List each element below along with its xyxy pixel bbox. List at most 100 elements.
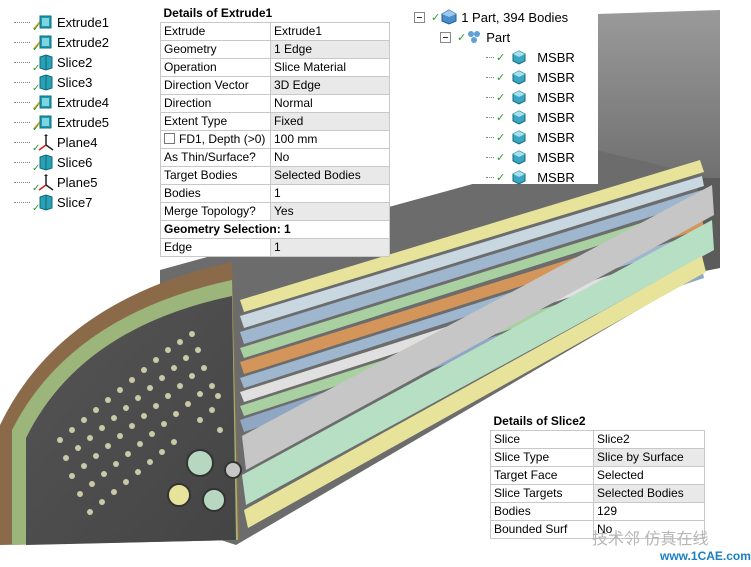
check-icon: ✓ (496, 111, 506, 124)
details-value[interactable]: No (593, 519, 705, 539)
tree-item-slice2[interactable]: ✓Slice2 (14, 52, 154, 74)
large-hole (202, 488, 226, 512)
tree-connector (486, 156, 494, 158)
details-row[interactable]: As Thin/Surface?No (160, 147, 390, 167)
details-value[interactable]: Fixed (270, 111, 390, 131)
details-row[interactable]: Merge Topology?Yes (160, 201, 390, 221)
check-icon: ✓ (496, 171, 506, 184)
check-icon: ✓ (496, 131, 506, 144)
tree-root[interactable]: ✓ 1 Part, 394 Bodies (414, 7, 568, 27)
part-node[interactable]: ✓ Part (440, 27, 510, 47)
body-item-msbr[interactable]: ✓MSBR (486, 167, 575, 187)
slice-icon: ✓ (32, 154, 53, 174)
tree-item-extrude1[interactable]: ✓Extrude1 (14, 12, 154, 34)
details-key: Direction (160, 93, 271, 113)
details-key: Target Face (490, 465, 594, 485)
solid-body-icon (512, 170, 526, 185)
expand-minus-icon[interactable] (440, 31, 451, 43)
tree-item-extrude5[interactable]: ✓Extrude5 (14, 112, 154, 134)
solid-body-icon (512, 150, 526, 165)
details-value[interactable]: 129 (593, 501, 705, 521)
body-item-msbr[interactable]: ✓ MSBR (486, 147, 575, 167)
tree-connector (14, 202, 30, 203)
tree-connector (14, 62, 30, 63)
tree-item-extrude2[interactable]: ✓Extrude2 (14, 32, 154, 54)
details-value[interactable]: Selected Bodies (270, 165, 390, 185)
tree-item-extrude4[interactable]: ✓Extrude4 (14, 92, 154, 114)
details-value[interactable]: Normal (270, 93, 390, 113)
watermark-url: www.1CAE.com (660, 549, 751, 563)
details-value[interactable]: Yes (270, 201, 390, 221)
svg-text:✓: ✓ (32, 203, 40, 214)
tree-item-label: Slice2 (57, 55, 93, 70)
tree-item-label: Slice6 (57, 155, 93, 170)
check-icon: ✓ (496, 91, 506, 104)
details-value[interactable]: Slice2 (593, 429, 705, 449)
body-label: MSBR (537, 69, 575, 85)
body-item-msbr[interactable]: ✓MSBR (486, 47, 575, 67)
root-label: 1 Part, 394 Bodies (461, 9, 569, 25)
tree-connector (14, 162, 30, 163)
details-title: Details of Extrude1 (160, 4, 390, 23)
extrude-icon: ✓ (32, 115, 52, 134)
plane-icon: ✓ (32, 174, 54, 194)
parameter-checkbox[interactable] (164, 133, 175, 144)
expand-minus-icon[interactable] (414, 11, 425, 23)
body-label: MSBR (537, 89, 575, 105)
details-value[interactable]: 1 Edge (270, 39, 390, 59)
details-value[interactable]: Selected (593, 465, 705, 485)
body-label: MSBR (537, 149, 575, 165)
tree-item-plane4[interactable]: ✓Plane4 (14, 132, 154, 154)
large-hole (186, 449, 214, 477)
svg-text:✓: ✓ (32, 163, 40, 174)
solid-body-icon (512, 70, 526, 85)
details-value[interactable]: Slice Material (270, 57, 390, 77)
details-value[interactable]: 1 (270, 183, 390, 203)
tree-connector (14, 122, 30, 123)
svg-text:✓: ✓ (32, 123, 40, 134)
details-key: Direction Vector (160, 75, 271, 95)
details-key: Merge Topology? (160, 201, 271, 221)
check-icon: ✓ (496, 71, 506, 84)
details-key: Extrude (160, 21, 271, 41)
slice-icon: ✓ (32, 194, 53, 214)
tree-item-slice6[interactable]: ✓ Slice6 (14, 152, 154, 174)
details-value[interactable]: 3D Edge (270, 75, 390, 95)
slice-icon: ✓ (32, 74, 53, 94)
details-value[interactable]: No (270, 147, 390, 167)
tree-item-slice7[interactable]: ✓Slice7 (14, 192, 154, 214)
details-row[interactable]: FD1, Depth (>0)100 mm (160, 129, 390, 149)
tree-item-plane5[interactable]: ✓Plane5 (14, 172, 154, 194)
details-value[interactable]: 1 (270, 237, 390, 257)
body-item-msbr[interactable]: ✓ MSBR (486, 127, 575, 147)
details-value[interactable]: 100 mm (270, 129, 390, 149)
body-item-msbr[interactable]: ✓ MSBR (486, 87, 575, 107)
details-value[interactable]: Slice by Surface (593, 447, 705, 467)
check-icon: ✓ (496, 151, 506, 164)
end-face (26, 296, 236, 545)
tree-item-label: Extrude1 (57, 15, 110, 30)
body-item-msbr[interactable]: ✓ MSBR (486, 67, 575, 87)
tree-item-slice3[interactable]: ✓Slice3 (14, 72, 154, 94)
details-value[interactable]: Selected Bodies (593, 483, 705, 503)
body-item-msbr[interactable]: ✓MSBR (486, 107, 575, 127)
details-value[interactable]: Extrude1 (270, 21, 390, 41)
details-section-header[interactable]: Geometry Selection: 1 (160, 219, 390, 239)
body-label: MSBR (537, 129, 575, 145)
